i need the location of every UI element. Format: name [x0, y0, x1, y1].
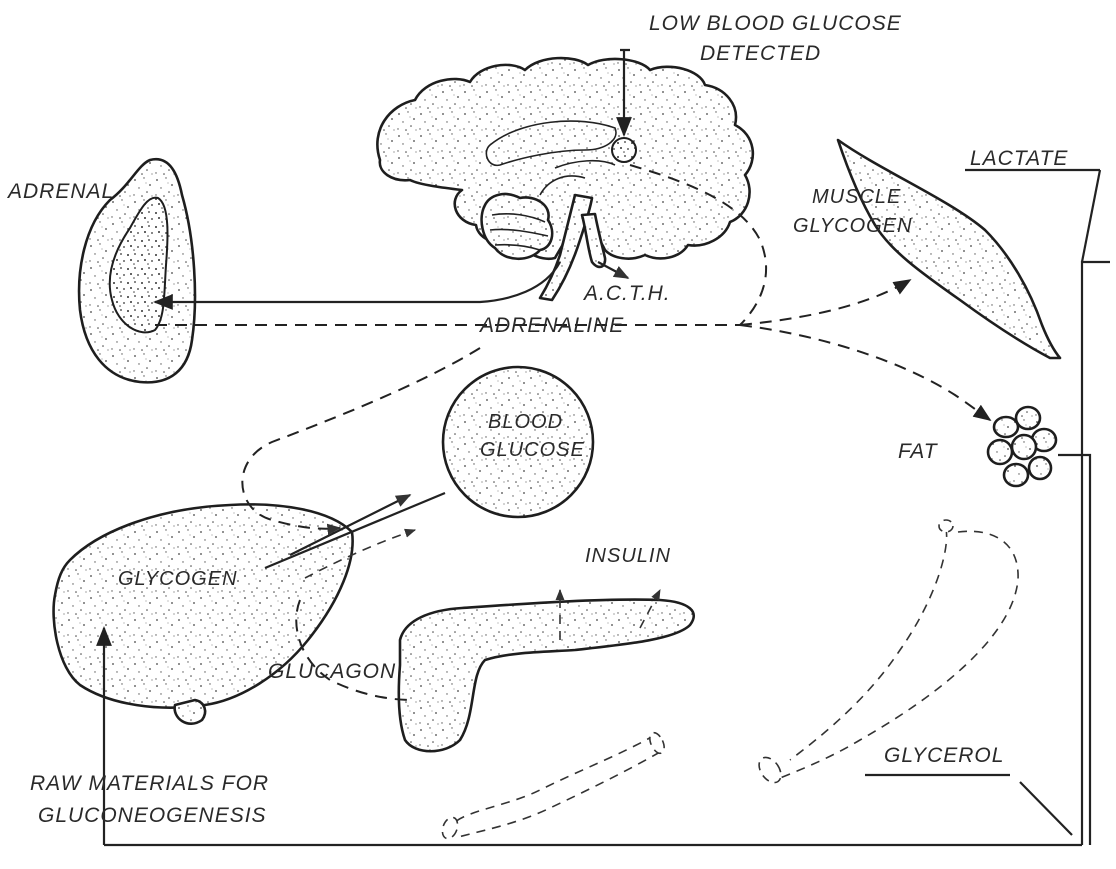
fat-cells [988, 407, 1056, 486]
muscle-label: MUSCLE [812, 186, 901, 208]
pancreas [399, 600, 694, 752]
liver [54, 504, 353, 723]
lactate-label: LACTATE [970, 147, 1068, 170]
insulin-label: INSULIN [585, 545, 671, 567]
low-glucose-label-line2: DETECTED [700, 42, 821, 65]
blood-glucose-label-line1: BLOOD [488, 411, 563, 433]
glucagon-label: GLUCAGON [268, 660, 396, 683]
raw-materials-label-line2: GLUCONEOGENESIS [38, 804, 267, 827]
muscle [838, 140, 1060, 358]
low-glucose-label-line1: LOW BLOOD GLUCOSE [649, 12, 902, 35]
adrenal-label: ADRENAL [6, 180, 114, 203]
brain [377, 58, 752, 300]
glycogen-label: GLYCOGEN [118, 568, 238, 590]
acth-label: A.C.T.H. [582, 282, 671, 305]
blood-glucose-label-line2: GLUCOSE [480, 439, 585, 461]
muscle-glycogen-label: GLYCOGEN [793, 215, 913, 237]
glycerol-label: GLYCEROL [884, 744, 1004, 767]
fat-label: FAT [898, 440, 939, 463]
intestine-segments [440, 520, 1018, 841]
adrenaline-label: ADRENALINE [478, 314, 624, 337]
raw-materials-label-line1: RAW MATERIALS FOR [30, 772, 269, 795]
